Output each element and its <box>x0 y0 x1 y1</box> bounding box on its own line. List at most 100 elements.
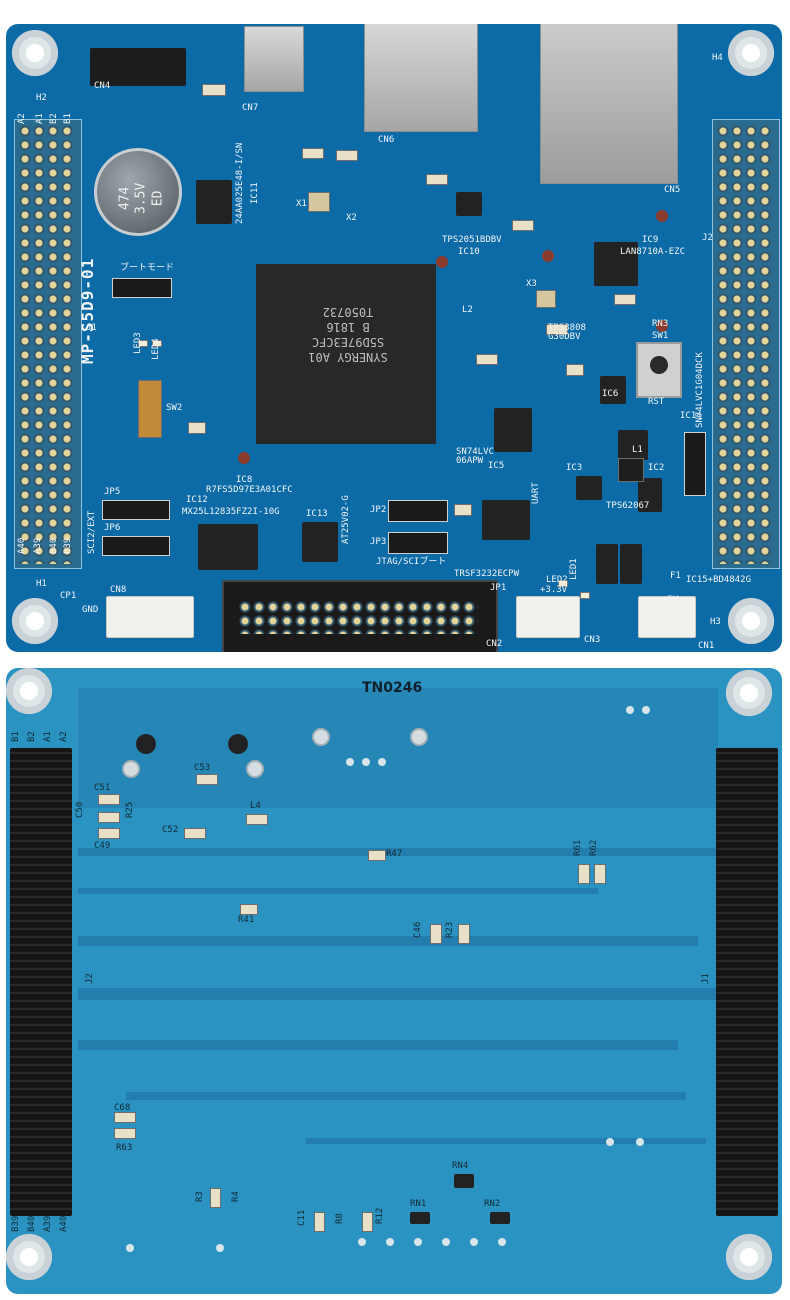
led-3 <box>138 340 148 347</box>
flash2-chip <box>302 522 338 562</box>
led-1 <box>580 592 590 599</box>
left-header-pins <box>18 124 76 564</box>
silk-a40-left: A40 <box>59 1215 69 1232</box>
ic3-chip <box>576 476 602 500</box>
via <box>636 1138 644 1146</box>
label-led3: LED3 <box>133 332 143 354</box>
label-jp2: JP2 <box>370 505 387 515</box>
silk-c11: C11 <box>297 1209 307 1226</box>
mount-hole-bottom <box>726 670 772 716</box>
silk-j2: J2 <box>85 973 95 984</box>
via <box>126 1244 134 1252</box>
smd-resistor <box>302 148 324 159</box>
mount-hole-h2 <box>12 30 58 76</box>
label-sw2: SW2 <box>166 403 183 413</box>
through-hole-pad <box>312 728 330 746</box>
smd-component <box>98 794 120 805</box>
cn3-connector <box>516 596 580 638</box>
smd-component <box>184 828 206 839</box>
silk-b2-left: B2 <box>27 731 37 742</box>
cn1-connector <box>638 596 696 638</box>
ic12-label: IC12 <box>186 495 208 505</box>
jumper-jp1[interactable] <box>684 432 706 496</box>
mcu-chip: SYNERGY A01 S5D97E3CFC B 1816 T050732 <box>248 256 444 452</box>
mcu-markings: SYNERGY A01 S5D97E3CFC B 1816 T050732 <box>278 304 418 364</box>
smd-component <box>114 1112 136 1123</box>
via <box>358 1238 366 1246</box>
smd-component <box>114 1128 136 1139</box>
smd-component <box>210 1188 221 1208</box>
jumper-jp2[interactable] <box>388 500 448 522</box>
smd-resistor <box>336 150 358 161</box>
label-h4: H4 <box>712 53 723 63</box>
silk-c52: C52 <box>162 825 179 835</box>
label-rn3: RN3 <box>652 319 669 329</box>
crystal-x3 <box>536 290 556 308</box>
jumper-jp6[interactable] <box>102 536 170 556</box>
label-cn1: CN1 <box>698 641 715 651</box>
smd-component <box>430 924 442 944</box>
logic-chip <box>494 408 532 452</box>
dip-switch[interactable] <box>138 380 162 438</box>
label-f1: F1 <box>670 571 681 581</box>
ic11-label: IC11 <box>250 182 260 204</box>
trace-bundle <box>78 1040 678 1050</box>
label-5v: +5V <box>662 595 679 605</box>
label-jtag-sci: JTAG/SCIブート <box>376 557 447 567</box>
jumper-boot[interactable] <box>112 278 172 298</box>
capacitor-text-3: ED <box>150 190 166 207</box>
pin-label-a2-left: A2 <box>17 113 27 124</box>
silk-r3: R3 <box>195 1191 205 1202</box>
label-x1: X1 <box>296 199 307 209</box>
silk-b39-left: B39 <box>11 1215 21 1232</box>
label-cn3: CN3 <box>584 635 601 645</box>
silk-r8: R8 <box>335 1213 345 1224</box>
label-j1: J1 <box>86 323 97 333</box>
usb-switch-label: TPS2051BDBV <box>442 235 502 245</box>
smd-capacitor <box>188 422 206 434</box>
flash-chip <box>198 524 258 570</box>
mcu-text-3: B 1816 <box>326 320 370 334</box>
pin-label-b2-left: B2 <box>49 113 59 124</box>
pin-label-b40-left: B40 <box>49 537 59 554</box>
mount-hole-bottom <box>6 668 52 714</box>
via <box>642 706 650 714</box>
ic5-label: IC5 <box>488 461 505 471</box>
reset-button[interactable] <box>636 342 682 398</box>
trace-bundle <box>78 988 718 1000</box>
via <box>238 452 250 464</box>
power-chip-d2 <box>596 544 618 584</box>
via <box>656 210 668 222</box>
silk-r4: R4 <box>231 1191 241 1202</box>
transceiver-chip <box>482 500 530 540</box>
via <box>470 1238 478 1246</box>
jumper-jp3[interactable] <box>388 532 448 554</box>
ic2-chip <box>638 478 662 512</box>
label-led1: LED1 <box>569 558 579 580</box>
smd-component <box>246 814 268 825</box>
ic14-label: IC14 <box>680 411 702 421</box>
black-hole-marker <box>136 734 156 754</box>
jumper-jp5[interactable] <box>102 500 170 520</box>
label-boot-mode: ブートモード <box>120 263 175 273</box>
usb-switch-chip <box>456 192 482 216</box>
smd-component <box>578 864 590 884</box>
through-hole-pad <box>122 760 140 778</box>
silk-a39-left: A39 <box>43 1215 53 1232</box>
smd-inductor-l1 <box>618 458 644 482</box>
via <box>542 250 554 262</box>
top-circuit-board: 474 3.5V ED SYNERGY A01 S5D97E3CFC B 181… <box>6 24 782 652</box>
ground-plane-region <box>78 688 718 808</box>
ic6-label: IC6 <box>602 389 619 399</box>
smd-capacitor <box>454 504 472 516</box>
smd-resistor <box>202 84 226 96</box>
bottom-circuit-board: TN0246 C53 C51 C50 C49 R25 C52 L4 R47 R4… <box>6 668 782 1294</box>
silk-r23: R23 <box>445 921 455 938</box>
bottom-board-title: TN0246 <box>362 680 423 696</box>
smd-capacitor <box>566 364 584 376</box>
transceiver-label: TRSF3232ECPW <box>454 569 520 579</box>
silk-r61: R61 <box>573 839 583 856</box>
via <box>346 758 354 766</box>
smd-component <box>240 904 258 915</box>
mount-hole-bottom <box>6 1234 52 1280</box>
